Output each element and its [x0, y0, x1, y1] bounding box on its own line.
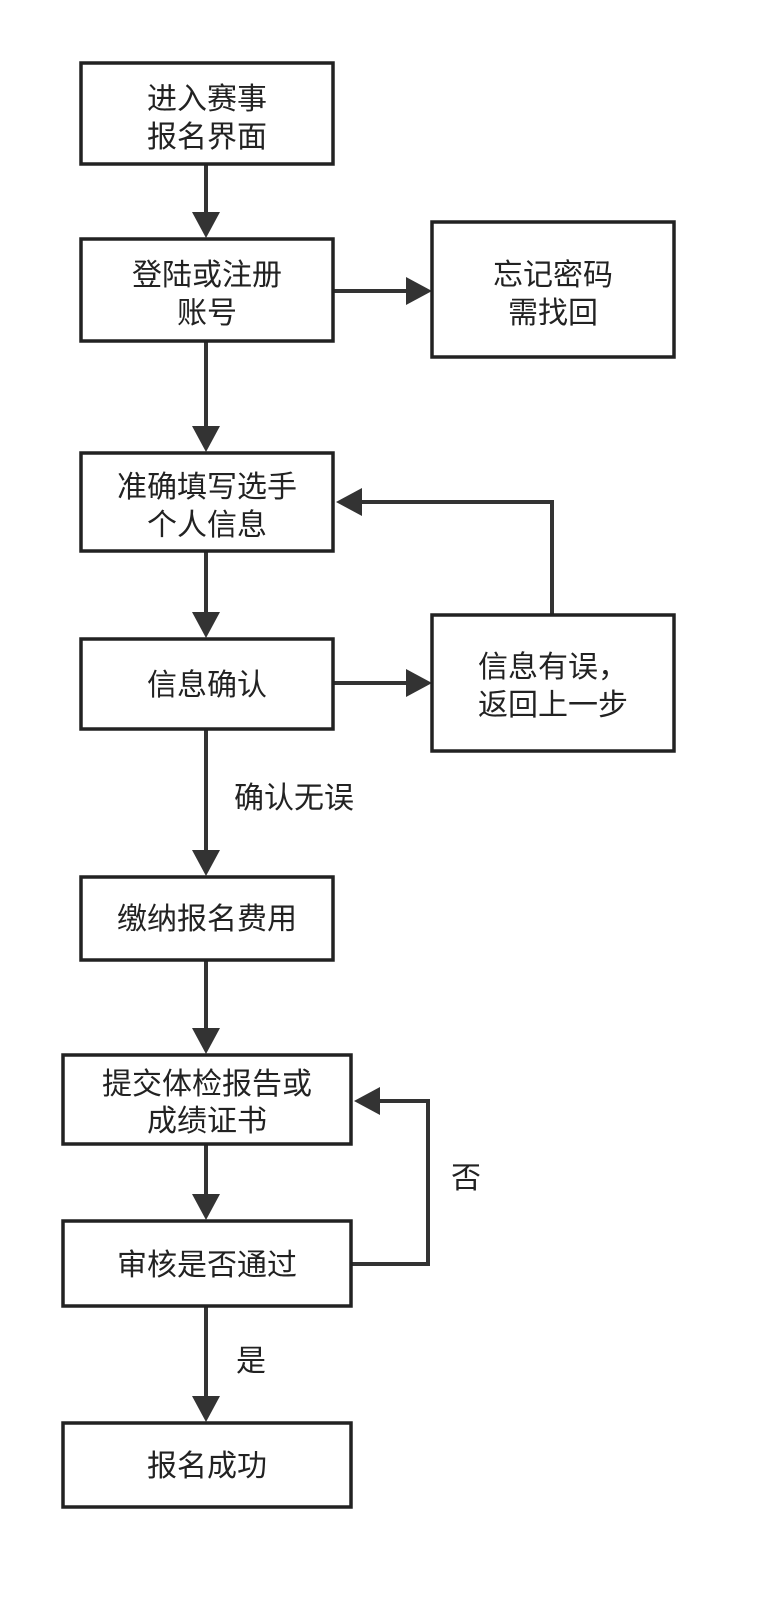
- node-confirm-box: [79, 637, 335, 731]
- arrowhead: [192, 850, 220, 876]
- node-success-box: [61, 1421, 353, 1509]
- node-forgot-line-2: 需找回: [508, 296, 598, 331]
- node-submit-line-2: 成绩证书: [147, 1104, 267, 1139]
- node-submit-line-1: 提交体检报告或: [102, 1067, 312, 1102]
- node-success-line-1: 报名成功: [147, 1449, 267, 1484]
- edges: [192, 165, 554, 1422]
- arrowhead: [192, 1194, 220, 1220]
- arrowhead: [192, 426, 220, 452]
- arrowhead: [192, 612, 220, 638]
- arrowhead: [406, 669, 432, 697]
- node-error-line-1: 信息有误，: [478, 650, 628, 685]
- node-error-line-2: 返回上一步: [478, 688, 628, 723]
- node-enter-line-1: 进入赛事: [147, 82, 267, 117]
- node-fill-box: [79, 451, 335, 553]
- node-enter-line-2: 报名界面: [147, 120, 267, 155]
- arrowhead: [406, 277, 432, 305]
- edge-label-review-no: 否: [451, 1161, 481, 1196]
- edge-error-to-fill: [360, 500, 554, 614]
- node-login-line-2: 账号: [177, 296, 237, 331]
- arrowhead: [192, 1028, 220, 1054]
- arrowhead: [354, 1087, 380, 1115]
- node-forgot-box: [430, 220, 676, 359]
- arrowhead: [192, 1396, 220, 1422]
- node-submit-box: [61, 1053, 353, 1146]
- node-forgot: 忘记密码 需找回: [430, 220, 676, 359]
- edge-review-to-submit: [352, 1099, 430, 1266]
- node-forgot-line-1: 忘记密码: [493, 258, 613, 293]
- node-fill: 准确填写选手 个人信息: [79, 451, 335, 553]
- node-confirm: 信息确认: [79, 637, 335, 731]
- node-confirm-line-1: 信息确认: [147, 668, 267, 703]
- edge-label-confirm-ok: 确认无误: [234, 781, 354, 816]
- node-review: 审核是否通过: [61, 1219, 353, 1308]
- node-pay-line-1: 缴纳报名费用: [117, 902, 297, 937]
- node-login-line-1: 登陆或注册: [132, 258, 282, 293]
- edge-labels: 确认无误 否 是: [234, 781, 481, 1379]
- node-review-box: [61, 1219, 353, 1308]
- arrowhead: [192, 212, 220, 238]
- node-error: 信息有误， 返回上一步: [430, 613, 676, 753]
- node-fill-line-2: 个人信息: [147, 508, 267, 543]
- node-login-box: [79, 237, 335, 343]
- node-pay: 缴纳报名费用: [79, 875, 335, 962]
- node-enter-box: [79, 61, 335, 166]
- node-submit: 提交体检报告或 成绩证书: [61, 1053, 353, 1146]
- node-fill-line-1: 准确填写选手: [117, 470, 297, 505]
- node-enter: 进入赛事 报名界面: [79, 61, 335, 166]
- node-error-box: [430, 613, 676, 753]
- arrowhead: [336, 488, 362, 516]
- node-success: 报名成功: [61, 1421, 353, 1509]
- node-review-line-1: 审核是否通过: [117, 1248, 297, 1283]
- node-pay-box: [79, 875, 335, 962]
- edge-label-review-yes: 是: [236, 1344, 266, 1379]
- node-login: 登陆或注册 账号: [79, 237, 335, 343]
